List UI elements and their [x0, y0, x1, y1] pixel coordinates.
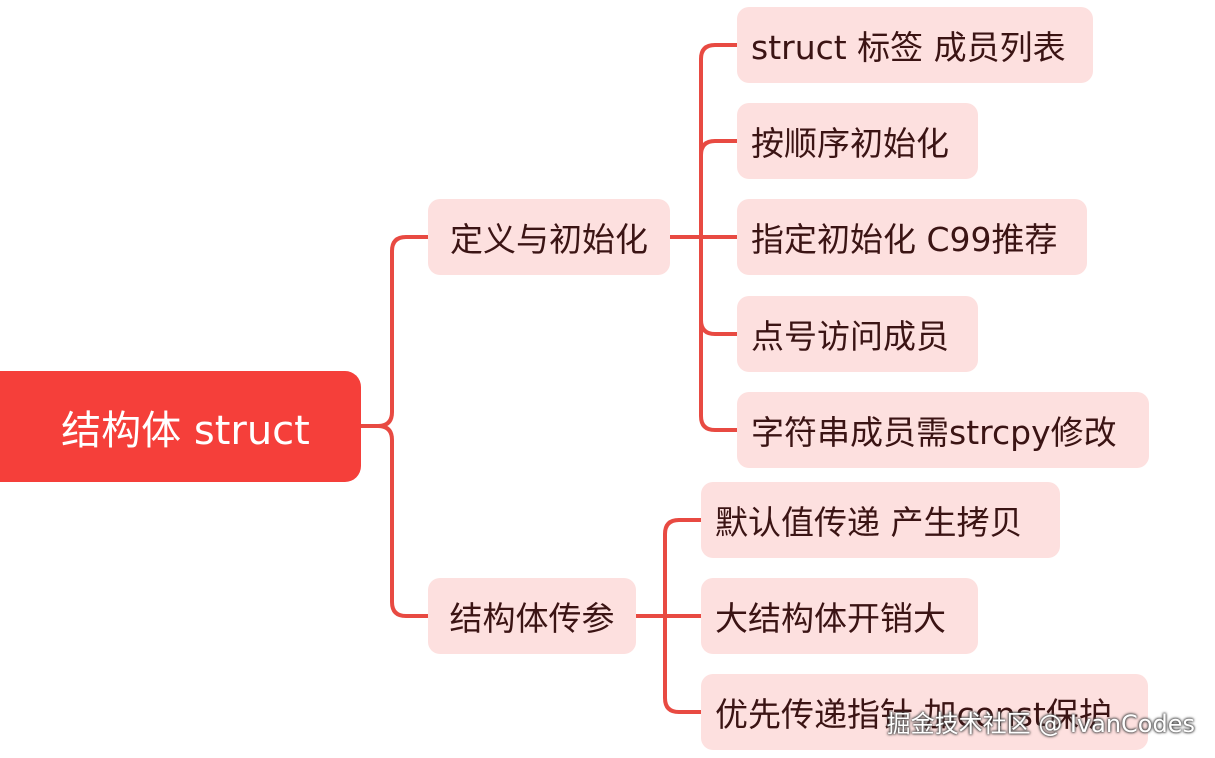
leaf-node[interactable]: 默认值传递 产生拷贝	[701, 482, 1060, 558]
branch-node-label: 定义与初始化	[450, 220, 648, 259]
leaf-node[interactable]: 字符串成员需strcpy修改	[737, 392, 1149, 468]
connector-branch-2-to-leaf-3	[663, 616, 701, 714]
leaf-node[interactable]: 优先传递指针 加const保护	[701, 674, 1148, 750]
leaf-node-label: 默认值传递 产生拷贝	[715, 503, 1023, 542]
leaf-node-label: 按顺序初始化	[751, 124, 949, 163]
leaf-node[interactable]: 按顺序初始化	[737, 103, 978, 179]
connector-root-to-branch-1	[361, 235, 428, 428]
branch-node-definition-init[interactable]: 定义与初始化	[428, 199, 670, 275]
connector-branch-1-to-leaf-2	[699, 139, 737, 237]
root-node-label: 结构体 struct	[61, 407, 310, 454]
branch-node-label: 结构体传参	[449, 599, 615, 638]
leaf-node[interactable]: 点号访问成员	[737, 296, 978, 372]
connector-branch-1-to-leaf-4	[699, 237, 737, 336]
connector-branch-1-to-leaf-5	[699, 237, 737, 432]
root-node[interactable]: 结构体 struct	[0, 371, 361, 482]
watermark: 掘金技术社区 @ IvanCodes	[886, 710, 1195, 738]
connector-branch-1-to-leaf-1	[670, 43, 737, 239]
leaf-node-label: struct 标签 成员列表	[751, 28, 1066, 67]
leaf-node-label: 字符串成员需strcpy修改	[751, 413, 1117, 452]
leaf-node-label: 优先传递指针 加const保护	[715, 695, 1112, 734]
leaf-node-label: 大结构体开销大	[715, 599, 946, 638]
leaf-node[interactable]: struct 标签 成员列表	[737, 7, 1093, 83]
branch-node-struct-params[interactable]: 结构体传参	[428, 578, 636, 654]
leaf-node-label: 点号访问成员	[751, 317, 949, 356]
connector-root-to-branch-2	[361, 424, 428, 618]
connector-branch-2-to-leaf-1	[636, 518, 701, 618]
leaf-node[interactable]: 指定初始化 C99推荐	[737, 199, 1087, 275]
leaf-node-label: 指定初始化 C99推荐	[751, 220, 1058, 259]
leaf-node[interactable]: 大结构体开销大	[701, 578, 978, 654]
